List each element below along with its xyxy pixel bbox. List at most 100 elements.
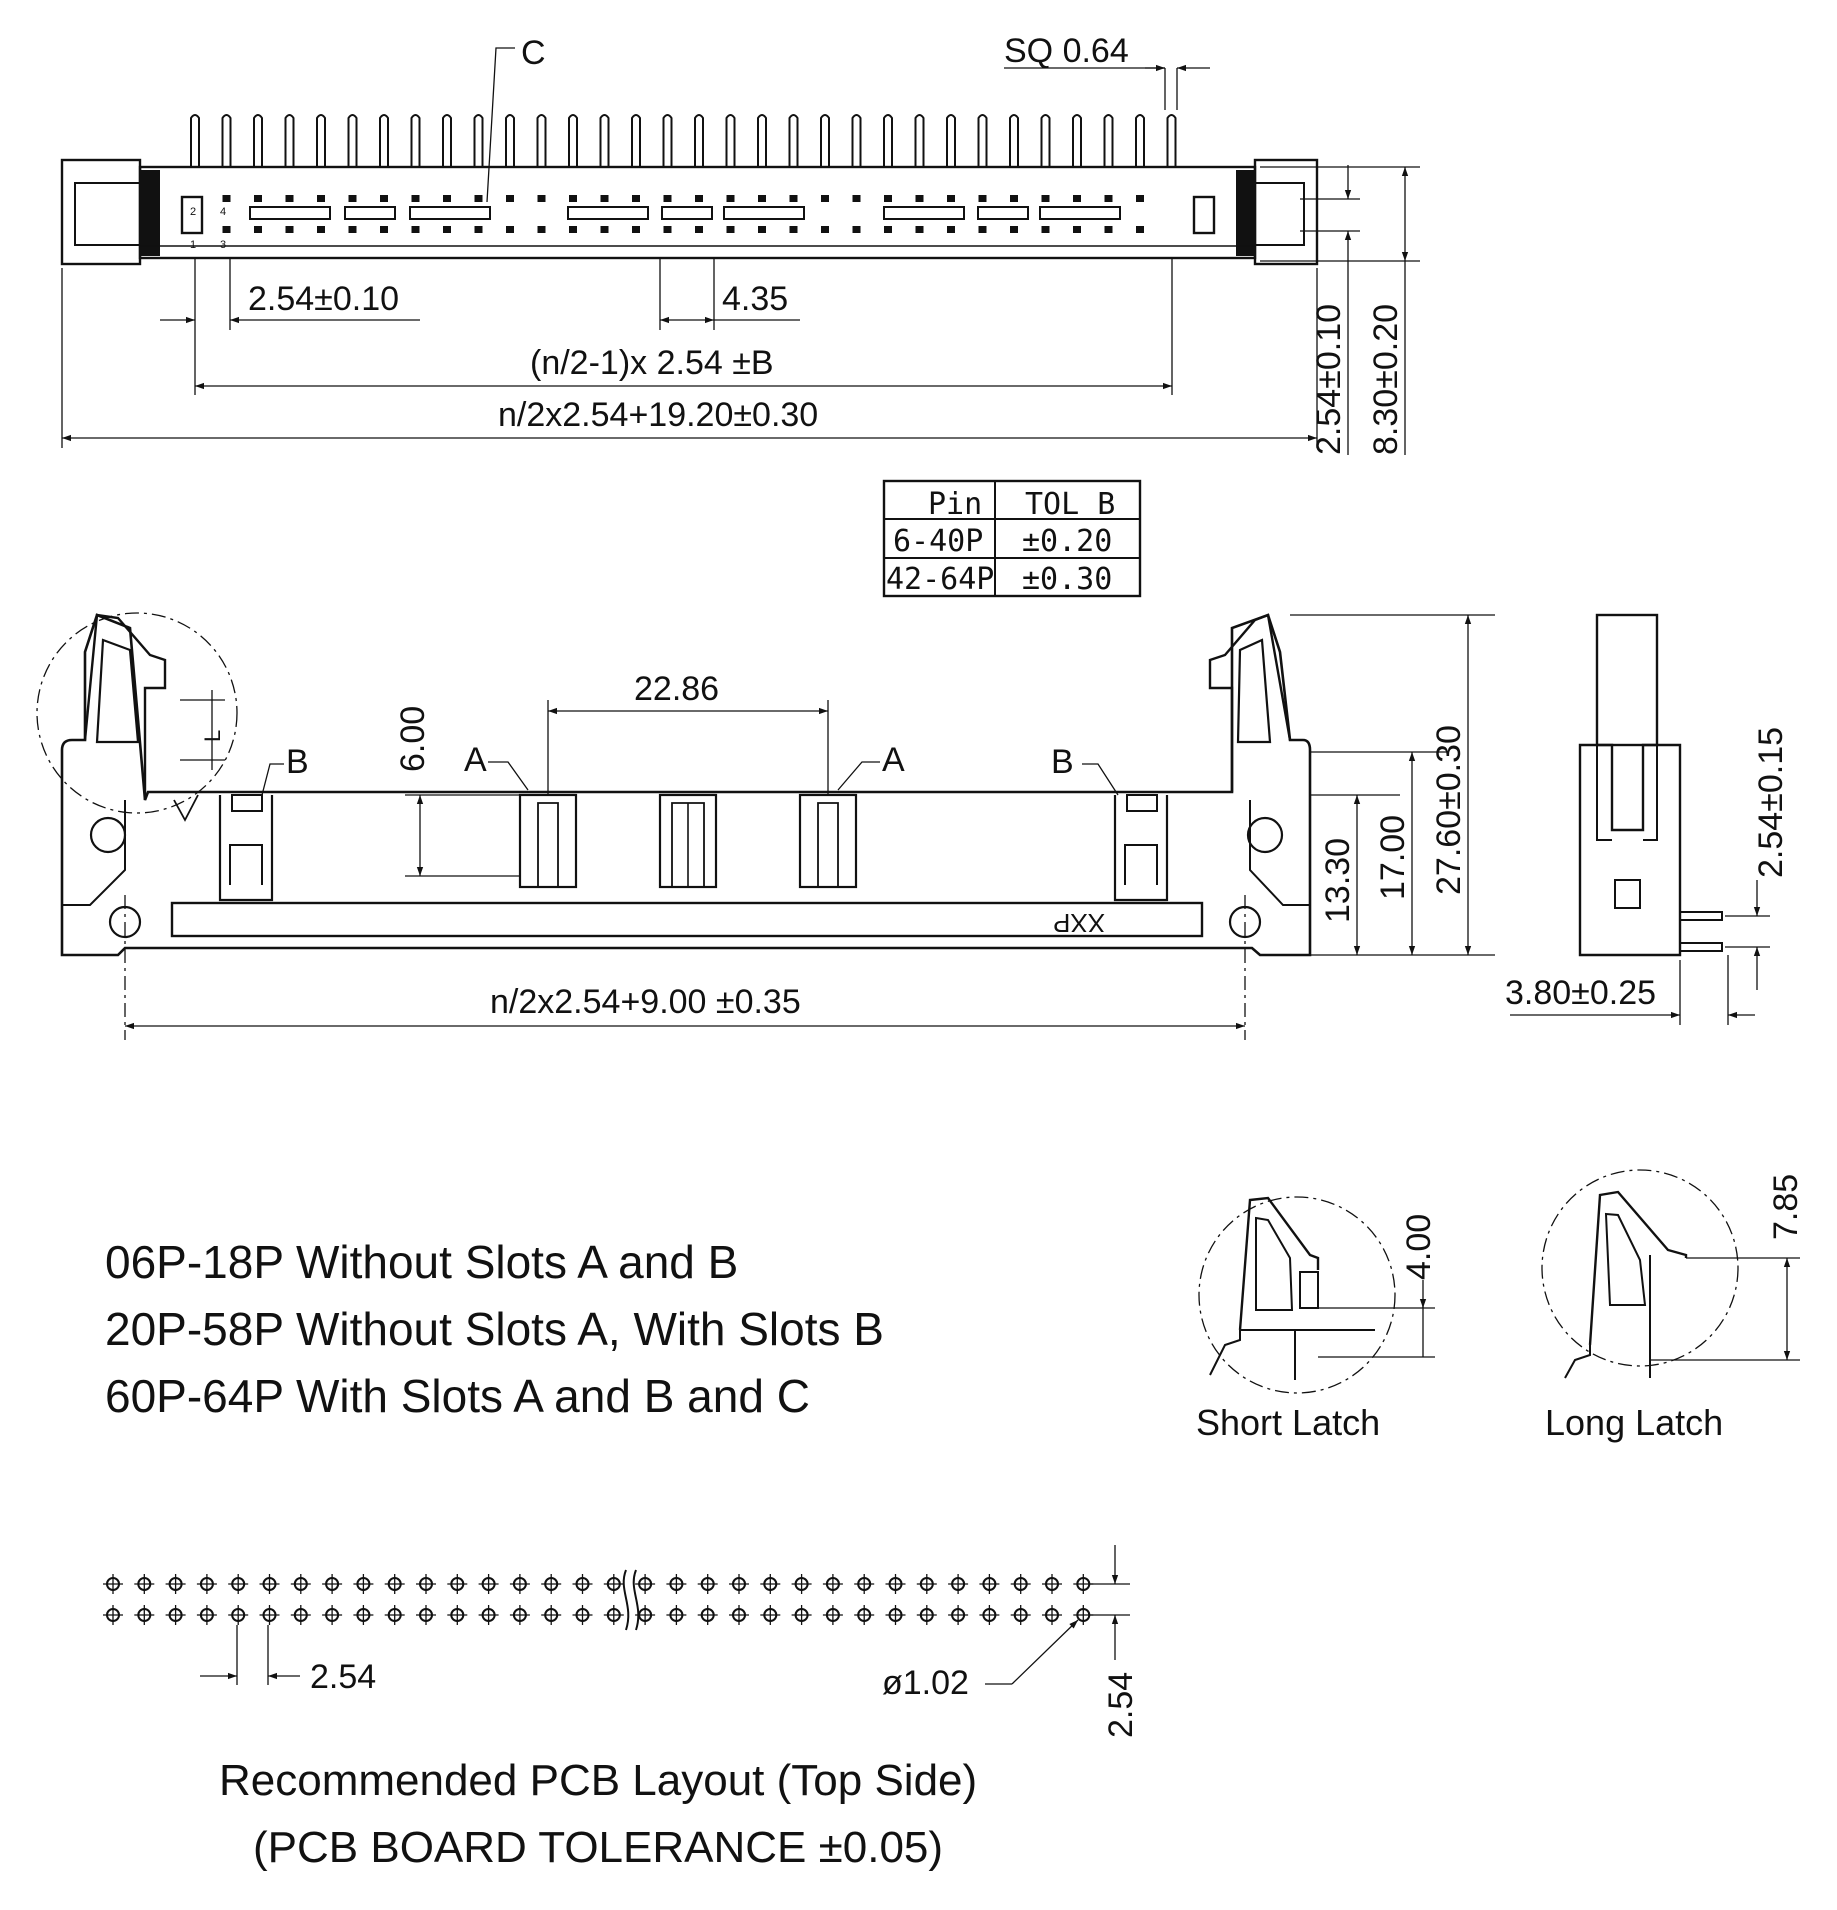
contact-dot bbox=[1136, 226, 1144, 233]
contact-dot bbox=[411, 226, 420, 233]
pin-number-4: 4 bbox=[220, 206, 226, 218]
contact-dot bbox=[726, 195, 735, 202]
top-pin bbox=[190, 114, 200, 166]
top-pin bbox=[1166, 114, 1177, 166]
right-latch-arm bbox=[1208, 613, 1292, 792]
top-pin bbox=[631, 114, 641, 166]
top-pin bbox=[473, 114, 484, 166]
table-header-pin: Pin bbox=[928, 487, 982, 522]
top-pin bbox=[505, 114, 515, 166]
contact-dot bbox=[380, 195, 388, 202]
contact-dot bbox=[474, 226, 483, 233]
contact-dot bbox=[348, 226, 357, 233]
contact-dot bbox=[411, 195, 420, 202]
top-pin-row bbox=[190, 114, 1177, 166]
contact-dot bbox=[1041, 226, 1050, 233]
dim-435: 4.35 bbox=[722, 280, 788, 318]
dim-pitch: 2.54±0.10 bbox=[248, 280, 399, 318]
slot-window bbox=[661, 206, 713, 220]
top-contact-grid bbox=[222, 195, 1144, 233]
top-pin bbox=[662, 114, 673, 166]
contact-dot bbox=[884, 195, 892, 202]
top-pin bbox=[883, 114, 893, 166]
top-pin bbox=[1103, 114, 1114, 166]
contact-dot bbox=[947, 195, 955, 202]
front-body-outline bbox=[60, 613, 1312, 957]
contact-dot bbox=[821, 195, 829, 202]
side-pin-upper bbox=[1679, 911, 1723, 921]
note-line: 06P-18P Without Slots A and B bbox=[105, 1236, 738, 1288]
contact-dot bbox=[789, 226, 798, 233]
dim-2286: 22.86 bbox=[634, 670, 719, 708]
dim-pcb-hole: ø1.02 bbox=[882, 1664, 969, 1702]
top-body-outline bbox=[138, 165, 1257, 260]
caption-short-latch: Short Latch bbox=[1196, 1402, 1380, 1443]
contact-dot bbox=[285, 226, 294, 233]
label-b-right: B bbox=[1051, 743, 1074, 781]
table-cell-tol: ±0.30 bbox=[1022, 562, 1112, 597]
slot-b-left bbox=[218, 795, 274, 902]
top-pin bbox=[536, 114, 547, 166]
side-window bbox=[1614, 879, 1641, 909]
slot-a-left bbox=[518, 793, 578, 889]
contact-dot bbox=[978, 226, 987, 233]
top-pin bbox=[757, 114, 767, 166]
pin-number-1: 1 bbox=[190, 239, 196, 251]
slot-window bbox=[344, 206, 396, 220]
top-pin bbox=[1135, 114, 1145, 166]
contact-dot bbox=[1041, 195, 1050, 202]
top-pin bbox=[694, 114, 704, 166]
slot-b-right bbox=[1113, 795, 1169, 902]
dim-span: (n/2-1)x 2.54 ±B bbox=[530, 344, 774, 382]
contact-dot bbox=[663, 195, 672, 202]
dim-600: 6.00 bbox=[394, 706, 432, 772]
pcb-tolerance: (PCB BOARD TOLERANCE ±0.05) bbox=[253, 1823, 943, 1872]
contact-dot bbox=[915, 226, 924, 233]
dim-1330: 13.30 bbox=[1319, 838, 1357, 923]
contact-dot bbox=[443, 195, 451, 202]
marking-xxp: XXP bbox=[1053, 908, 1105, 938]
contact-dot bbox=[474, 195, 483, 202]
contact-dot bbox=[821, 226, 829, 233]
contact-dot bbox=[695, 226, 703, 233]
slot-window bbox=[1039, 206, 1121, 220]
pcb-layout: 2.54 2.54 ø1.02 Recommended PCB Layout (… bbox=[103, 1545, 1140, 1872]
top-pin bbox=[410, 114, 421, 166]
side-body bbox=[1578, 743, 1682, 957]
table-cell-pin: 42-64P bbox=[886, 562, 994, 597]
contact-dot bbox=[632, 195, 640, 202]
side-view: 2.54±0.15 3.80±0.25 bbox=[1505, 613, 1790, 1025]
contact-dot bbox=[1104, 226, 1113, 233]
contact-dot bbox=[1073, 195, 1081, 202]
contact-dot bbox=[443, 226, 451, 233]
label-b-left: B bbox=[286, 743, 309, 781]
contact-dot bbox=[663, 226, 672, 233]
top-pin bbox=[284, 114, 295, 166]
contact-dot bbox=[1104, 195, 1113, 202]
contact-dot bbox=[600, 226, 609, 233]
contact-dot bbox=[1010, 195, 1018, 202]
contact-dot bbox=[569, 226, 577, 233]
contact-dot bbox=[254, 226, 262, 233]
long-latch-detail: 7.85 Long Latch bbox=[1541, 1169, 1805, 1443]
dim-2760: 27.60±0.30 bbox=[1430, 725, 1468, 895]
note-line: 20P-58P Without Slots A, With Slots B bbox=[105, 1303, 884, 1355]
contact-dot bbox=[506, 226, 514, 233]
contact-dot bbox=[758, 226, 766, 233]
contact-dot bbox=[222, 226, 231, 233]
dim-overall: n/2x2.54+19.20±0.30 bbox=[498, 396, 818, 434]
top-pin bbox=[851, 114, 862, 166]
contact-dot bbox=[537, 195, 546, 202]
contact-dot bbox=[285, 195, 294, 202]
contact-dot bbox=[852, 226, 861, 233]
left-boss bbox=[89, 816, 127, 854]
top-pin bbox=[1072, 114, 1082, 166]
slot-notes: 06P-18P Without Slots A and B 20P-58P Wi… bbox=[105, 1236, 884, 1422]
contact-dot bbox=[254, 195, 262, 202]
right-latch-hatch bbox=[1236, 170, 1256, 256]
tolerance-table: Pin TOL B 6-40P ±0.20 42-64P ±0.30 bbox=[882, 479, 1142, 598]
pcb-hole-grid bbox=[103, 1574, 1094, 1625]
contact-dot bbox=[852, 195, 861, 202]
slot-window bbox=[883, 206, 965, 220]
